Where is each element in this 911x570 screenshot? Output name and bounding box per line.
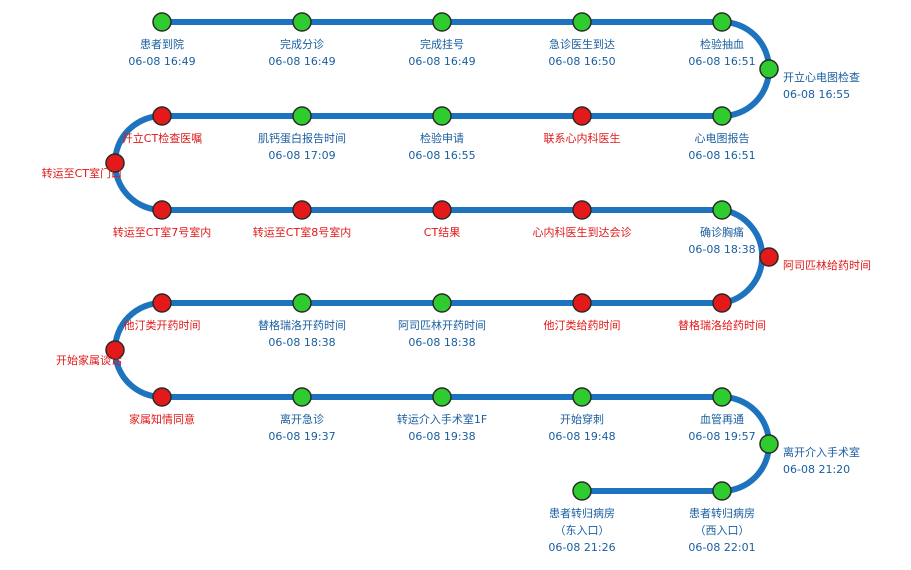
step-time: 06-08 19:48 [548,430,615,443]
step-node-4[interactable] [572,12,592,32]
step-time: 06-08 19:38 [408,430,475,443]
step-label: 开始穿刺 [560,412,604,426]
step-node-24[interactable] [105,340,125,360]
step-node-26[interactable] [292,387,312,407]
step-label: 开始家属谈话 [56,353,122,367]
step-sublabel: （东入口） [555,524,610,537]
step-label: 患者转归病房 [549,506,615,520]
step-node-32[interactable] [572,481,592,501]
step-node-30[interactable] [759,434,779,454]
step-label: 他汀类开药时间 [124,318,201,332]
step-time: 06-08 16:49 [128,55,195,68]
step-node-14[interactable] [292,200,312,220]
step-node-15[interactable] [432,200,452,220]
step-node-7[interactable] [712,106,732,126]
step-time: 06-08 16:49 [268,55,335,68]
step-label: 检验申请 [420,131,464,145]
step-label: 患者到院 [140,37,184,51]
step-label: 开立CT检查医嘱 [122,131,202,145]
step-node-16[interactable] [572,200,592,220]
step-node-12[interactable] [105,153,125,173]
step-label: 完成挂号 [420,37,464,51]
step-label: 开立心电图检查 [783,70,860,84]
step-time: 06-08 16:55 [783,88,850,101]
step-time: 06-08 16:51 [688,149,755,162]
step-node-8[interactable] [572,106,592,126]
step-node-1[interactable] [152,12,172,32]
step-node-6[interactable] [759,59,779,79]
step-label: 替格瑞洛给药时间 [678,318,766,332]
step-label: 肌钙蛋白报告时间 [258,131,346,145]
step-time: 06-08 18:38 [688,243,755,256]
step-node-18[interactable] [759,247,779,267]
step-node-23[interactable] [152,293,172,313]
step-node-2[interactable] [292,12,312,32]
step-time: 06-08 17:09 [268,149,335,162]
step-label: CT结果 [424,226,460,239]
step-label: 患者转归病房 [689,506,755,520]
step-node-20[interactable] [572,293,592,313]
step-node-29[interactable] [712,387,732,407]
step-label: 阿司匹林开药时间 [398,318,486,332]
step-node-19[interactable] [712,293,732,313]
step-time: 06-08 16:49 [408,55,475,68]
step-label: 检验抽血 [700,37,744,51]
step-sublabel: （西入口） [695,524,750,537]
step-time: 06-08 16:51 [688,55,755,68]
step-time: 06-08 19:37 [268,430,335,443]
step-time: 06-08 18:38 [408,336,475,349]
step-label: 确诊胸痛 [700,225,744,239]
step-label: 阿司匹林给药时间 [783,258,871,272]
step-node-17[interactable] [712,200,732,220]
step-label: 家属知情同意 [129,412,195,426]
step-node-10[interactable] [292,106,312,126]
step-label: 离开介入手术室 [783,445,860,459]
step-node-28[interactable] [572,387,592,407]
step-nodes: 患者到院 06-08 16:49 完成分诊 06-08 16:49 完成挂号 06-08 … [42,12,871,554]
step-label: 替格瑞洛开药时间 [258,318,346,332]
step-node-9[interactable] [432,106,452,126]
step-time: 06-08 16:55 [408,149,475,162]
diagram-panel [18,0,880,570]
step-label: 联系心内科医生 [544,131,621,145]
step-node-5[interactable] [712,12,732,32]
step-label: 急诊医生到达 [549,37,615,51]
step-node-27[interactable] [432,387,452,407]
step-label: 心电图报告 [695,131,750,145]
step-time: 06-08 21:26 [548,541,615,554]
step-time: 06-08 21:20 [783,463,850,476]
step-node-25[interactable] [152,387,172,407]
step-node-22[interactable] [292,293,312,313]
step-node-21[interactable] [432,293,452,313]
step-label: 转运至CT室7号室内 [113,225,211,239]
step-node-11[interactable] [152,106,172,126]
step-label: 心内科医生到达会诊 [533,225,632,239]
step-label: 转运至CT室8号室内 [253,225,351,239]
step-label: 转运至CT室门口 [42,166,122,180]
step-label: 离开急诊 [280,412,324,426]
step-label: 血管再通 [700,412,744,426]
step-time: 06-08 18:38 [268,336,335,349]
step-time: 06-08 22:01 [688,541,755,554]
step-label: 转运介入手术室1F [397,412,487,426]
step-node-31[interactable] [712,481,732,501]
step-label: 他汀类给药时间 [544,318,621,332]
step-label: 完成分诊 [280,37,324,51]
step-node-13[interactable] [152,200,172,220]
step-node-3[interactable] [432,12,452,32]
step-time: 06-08 16:50 [548,55,615,68]
step-time: 06-08 19:57 [688,430,755,443]
